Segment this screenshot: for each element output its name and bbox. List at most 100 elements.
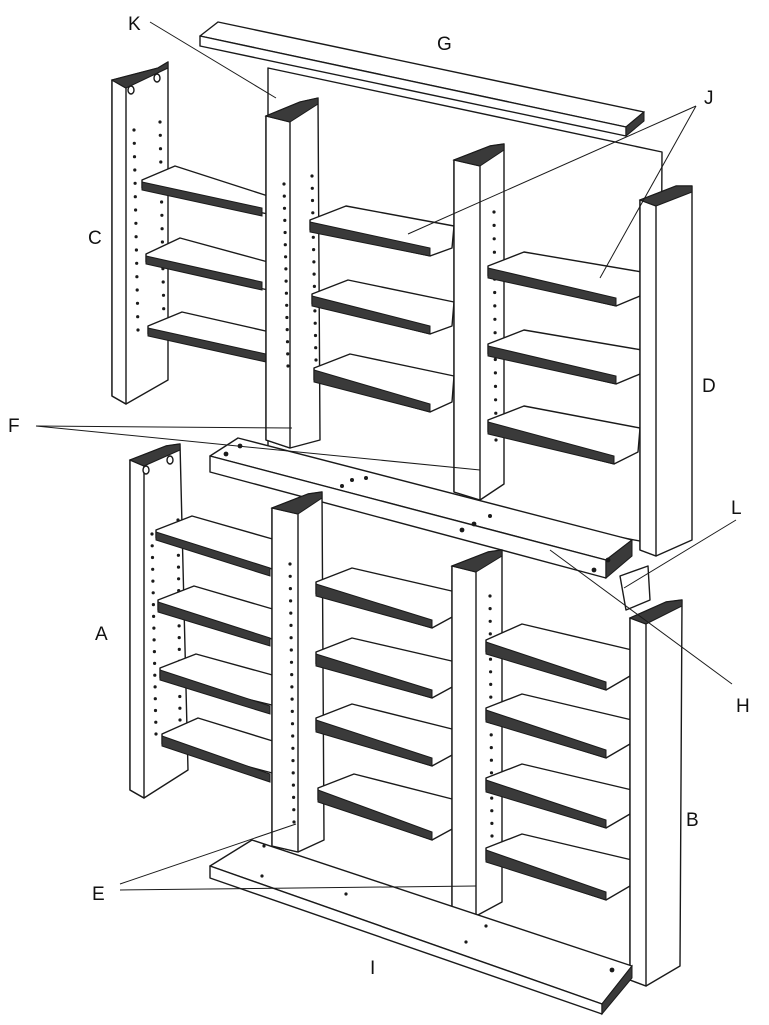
shelf-pin-hole [162,294,165,297]
shelf-pin-hole [311,187,314,190]
shelf-pin-hole [134,208,137,211]
shelf-pin-hole [490,771,493,774]
shelf-pin-hole [136,328,139,331]
shelf-lower-mid-1 [316,568,456,628]
shelf-pin-hole [493,304,496,307]
shelf-pin-hole [158,120,161,123]
shelf-pin-hole [289,612,292,615]
shelf-pin-hole [159,147,162,150]
label-d: D [702,376,716,397]
label-i: I [370,958,375,979]
shelf-pin-hole [153,662,156,665]
shelf-pin-hole [161,240,164,243]
shelf-pin-hole [151,568,154,571]
shelf-pin-hole [152,591,155,594]
label-h: H [736,696,750,717]
side-panel-upper-left [112,62,168,404]
shelf-pin-hole [493,251,496,254]
shelf-pin-hole [136,302,139,305]
shelf-pin-hole [489,620,492,623]
shelf-pin-hole [286,340,289,343]
shelf-pin-hole [291,759,294,762]
shelf-pin-hole [285,316,288,319]
shelf-pin-hole [288,562,291,565]
shelf-pin-hole [312,248,315,251]
shelf-pin-hole [494,331,497,334]
shelf-pin-hole [135,235,138,238]
shelf-pin-hole [314,334,317,337]
shelf-pin-hole [312,236,315,239]
shelf-pin-hole [151,556,154,559]
shelf-lower-right-2 [486,694,632,758]
shelf-lower-mid-2 [316,638,456,698]
shelf-pin-hole [290,661,293,664]
shelf-pin-hole [286,364,289,367]
shelf-pin-hole [289,599,292,602]
shelf-pin-hole [314,358,317,361]
partition-upper-right [454,144,504,500]
shelf-pin-hole [134,182,137,185]
shelf-pin-hole [178,718,181,721]
shelf-pin-hole [488,594,491,597]
shelf-pin-hole [154,709,157,712]
shelf-pin-hole [136,288,139,291]
shelf-pin-hole [285,304,288,307]
shelf-pin-hole [284,267,287,270]
shelf-pin-hole [134,195,137,198]
shelf-pin-hole [286,328,289,331]
shelf-pin-hole [489,670,492,673]
shelf-pin-hole [289,624,292,627]
shelf-pin-hole [292,796,295,799]
shelf-pin-hole [490,809,493,812]
shelf-lower-right-4 [486,834,632,900]
shelf-pin-hole [493,291,496,294]
shelf-pin-hole [310,174,313,177]
shelf-pin-hole [159,134,162,137]
shelf-pin-hole [154,697,157,700]
shelf-pin-hole [489,683,492,686]
shelf-pin-hole [160,214,163,217]
label-f: F [8,416,20,437]
shelf-pin-hole [489,607,492,610]
shelf-pin-hole [493,237,496,240]
shelf-pin-hole [159,160,162,163]
shelf-pin-hole [162,307,165,310]
label-k: K [128,14,141,35]
shelf-pin-hole [489,696,492,699]
shelf-pin-hole [490,822,493,825]
shelf-pin-hole [133,168,136,171]
shelf-pin-hole [290,636,293,639]
shelf-pin-hole [492,210,495,213]
shelf-pin-hole [177,577,180,580]
shelf-pin-hole [493,224,496,227]
shelf-pin-hole [292,808,295,811]
shelf-pin-hole [291,698,294,701]
shelf-pin-hole [178,636,181,639]
shelf-pin-hole [291,734,294,737]
label-b: B [686,810,699,831]
shelf-lower-right-1 [486,624,632,690]
shelf-pin-hole [178,707,181,710]
shelf-pin-hole [290,685,293,688]
shelf-pin-hole [283,195,286,198]
shelf-pin-hole [150,532,153,535]
shelf-pin-hole [489,658,492,661]
shelf-pin-hole [494,371,497,374]
shelf-pin-hole [132,128,135,131]
shelf-pin-hole [134,222,137,225]
shelf-pin-hole [313,273,316,276]
shelf-pin-hole [290,648,293,651]
shelf-pin-hole [152,615,155,618]
shelf-pin-hole [283,207,286,210]
shelf-pin-hole [284,243,287,246]
shelf-pin-hole [154,732,157,735]
shelf-pin-hole [289,575,292,578]
shelf-pin-hole [489,632,492,635]
shelf-pin-hole [311,211,314,214]
shelf-pin-hole [285,292,288,295]
shelf-pin-hole [311,199,314,202]
label-g: G [437,34,452,55]
shelf-pin-hole [135,248,138,251]
shelf-pin-hole [283,219,286,222]
shelf-pin-hole [289,587,292,590]
